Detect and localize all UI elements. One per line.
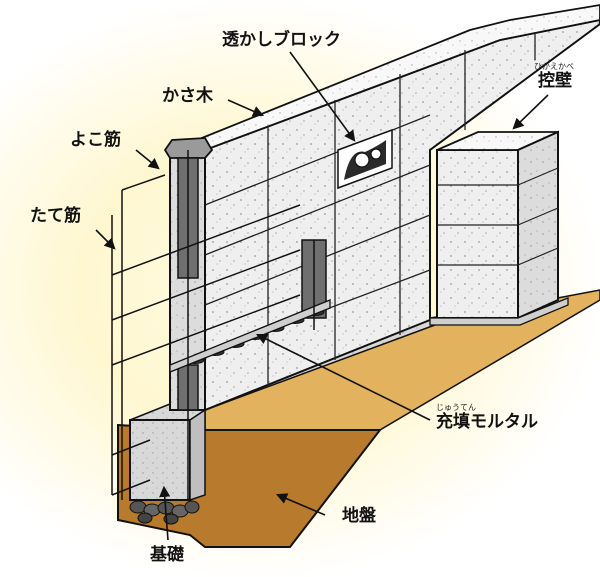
- ruby-hikae-kabe: ひかえかべ: [534, 62, 574, 71]
- label-sukashi-block: 透かしブロック: [222, 30, 341, 50]
- buttress-front: [436, 149, 519, 319]
- foundation-section: [129, 419, 191, 501]
- label-jiban: 地盤: [342, 506, 376, 526]
- label-kiso: 基礎: [150, 545, 184, 565]
- label-kasagi: かさ木: [162, 86, 213, 106]
- arrow-jiban: [275, 493, 326, 516]
- horizontal-rebar: [111, 439, 151, 456]
- arrow-sukashi: [289, 51, 356, 142]
- horizontal-rebar: [111, 249, 301, 321]
- rebar: [111, 150, 315, 500]
- arrow-yokokin: [135, 149, 160, 170]
- callout-arrows: [95, 51, 549, 541]
- label-yoko-kin: よこ筋: [70, 130, 121, 150]
- label-tate-kin: たて筋: [30, 206, 81, 226]
- arrow-juten: [255, 333, 431, 421]
- coping-end: [163, 137, 214, 159]
- label-juten-mortar: 充填モルタル: [436, 412, 538, 432]
- buttress-side: [517, 130, 559, 320]
- arrow-kiso: [159, 485, 171, 541]
- arrow-kasagi: [227, 99, 265, 117]
- horizontal-rebar: [121, 174, 166, 191]
- label-hikae-kabe: 控壁: [538, 71, 572, 91]
- horizontal-rebar: [111, 294, 301, 366]
- decorative-perforated-block: [337, 128, 393, 190]
- buttress-wall: [429, 130, 569, 326]
- horizontal-rebar: [111, 204, 301, 276]
- coping-top: [171, 4, 600, 151]
- arrow-tatekin: [95, 229, 116, 250]
- foundation-front-face: [189, 408, 206, 502]
- ruby-juten: じゅうてん: [436, 403, 476, 412]
- horizontal-rebar: [111, 479, 151, 496]
- arrow-hikaekabe: [512, 94, 549, 130]
- buttress-base: [429, 297, 569, 326]
